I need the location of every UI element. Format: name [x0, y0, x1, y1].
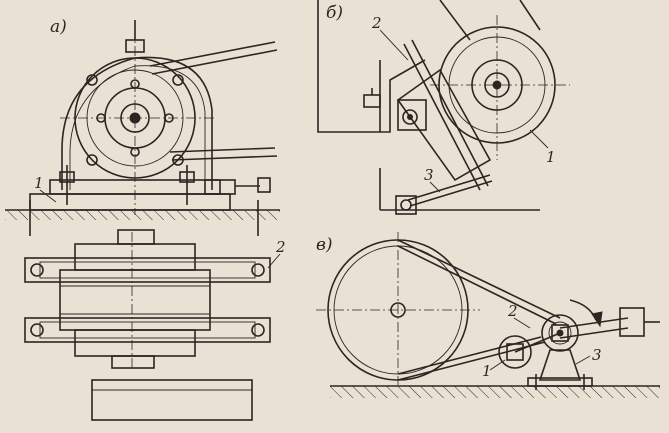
panel-a: а)	[5, 17, 286, 421]
motor-pulley-small	[541, 314, 579, 352]
panel-v-callout-1: 1	[482, 362, 492, 380]
belt-pulley-plan	[91, 379, 253, 421]
tension-roller	[498, 335, 532, 369]
panel-v-callout-3: 3	[592, 346, 602, 364]
panel-b-callout-1: 1	[546, 148, 556, 166]
panel-b-label: б)	[326, 3, 343, 23]
panel-a-label: а)	[50, 17, 67, 37]
panel-b-callout-3: 3	[424, 166, 434, 184]
ground-hatch-v	[330, 386, 660, 398]
panel-v-callout-2: 2	[507, 302, 518, 320]
panel-b-callout-2: 2	[371, 14, 382, 32]
panel-v: в)	[316, 232, 660, 398]
motor-plan-view	[24, 229, 271, 421]
panel-a-callout-1: 1	[34, 174, 44, 192]
panel-a-callout-2: 2	[275, 238, 286, 256]
ground-hatch	[5, 210, 280, 220]
panel-b: б)	[317, 0, 570, 215]
panel-v-label: в)	[316, 235, 333, 255]
motor-front-view	[5, 20, 280, 236]
